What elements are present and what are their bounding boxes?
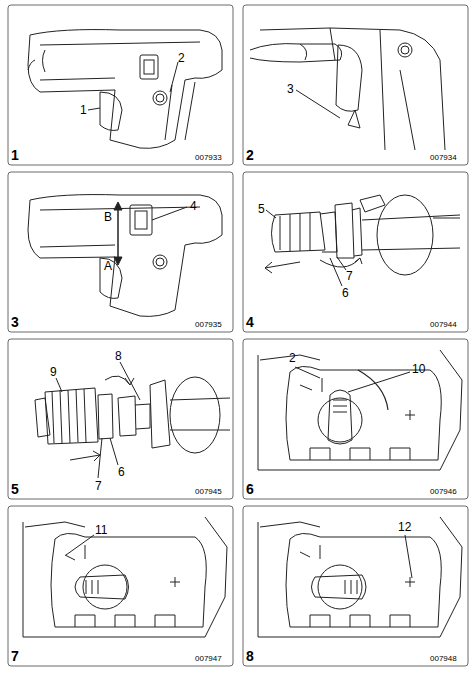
image-code: 007934 <box>430 154 457 162</box>
image-code: 007948 <box>430 655 457 663</box>
chuck-install-view <box>35 362 230 478</box>
callout-number: 11 <box>95 524 107 536</box>
image-code: 007933 <box>195 154 222 162</box>
callout-number: 7 <box>95 480 102 492</box>
figure-number: 3 <box>11 315 19 329</box>
image-code: 007947 <box>195 655 222 663</box>
image-code: 007944 <box>430 321 457 329</box>
image-code: 007945 <box>195 488 222 496</box>
image-code: 007935 <box>195 321 222 329</box>
callout-number: 12 <box>398 521 411 533</box>
callout-number: 2 <box>178 52 185 64</box>
figure-number: 5 <box>11 482 19 496</box>
reversing-switch-view <box>28 195 222 317</box>
callout-number: 2 <box>289 352 296 364</box>
callout-number: 7 <box>346 270 353 282</box>
figure-number: 4 <box>246 315 254 329</box>
callout-number: B <box>104 211 112 223</box>
callout-number: 10 <box>412 363 425 375</box>
image-code: 007946 <box>430 488 457 496</box>
callout-number: 1 <box>80 104 87 116</box>
chuck-removal-view <box>265 195 460 286</box>
callout-number: 4 <box>190 200 197 212</box>
figure-number: 8 <box>246 649 254 663</box>
callout-number: A <box>104 260 112 272</box>
callout-number: 5 <box>258 203 265 215</box>
callout-number: 6 <box>118 466 125 478</box>
trigger-lock-view <box>250 28 445 150</box>
figure-number: 2 <box>246 148 254 162</box>
callout-number: 8 <box>115 350 122 362</box>
figure-number: 7 <box>11 649 19 663</box>
callout-number: 3 <box>287 83 294 95</box>
mode-selector-views <box>23 350 462 637</box>
callout-number: 6 <box>342 287 349 299</box>
callout-number: 9 <box>50 366 57 378</box>
drill-body <box>28 30 222 149</box>
figure-number: 1 <box>11 148 19 162</box>
figure-number: 6 <box>246 482 254 496</box>
